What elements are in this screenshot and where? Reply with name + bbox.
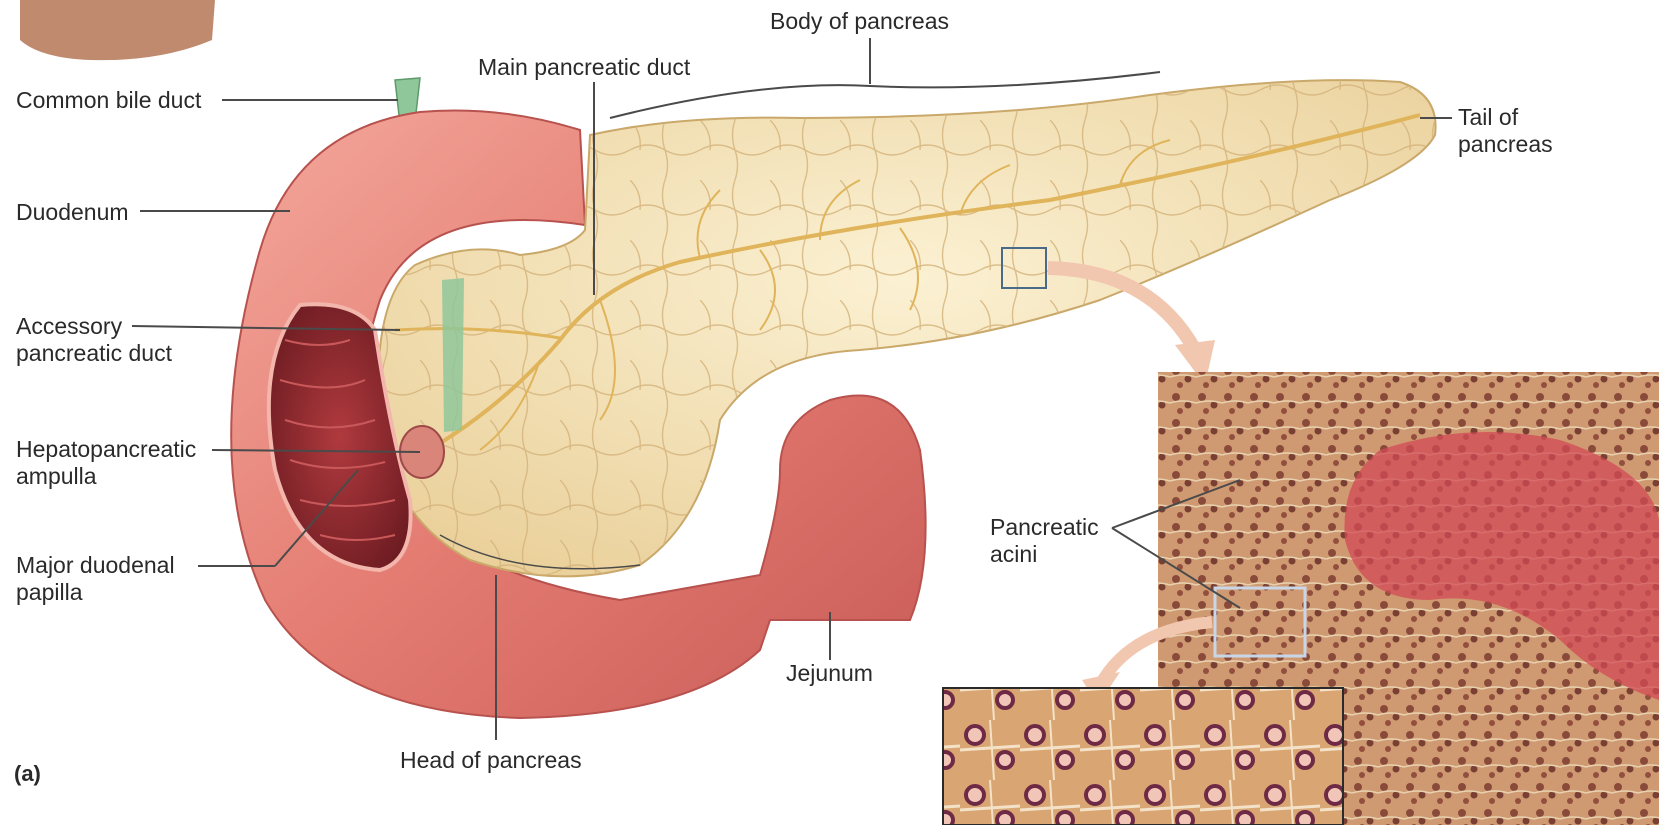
label-major-duodenal-papilla: Major duodenal papilla [16, 552, 175, 606]
label-accessory-pancreatic-duct: Accessory pancreatic duct [16, 313, 172, 367]
label-jejunum: Jejunum [786, 660, 873, 687]
label-duodenum: Duodenum [16, 199, 129, 226]
panel-letter: (a) [14, 760, 41, 787]
label-accessory-line1: Accessory [16, 313, 172, 340]
label-tail-line1: Tail of [1458, 104, 1553, 131]
tissue-corner [20, 0, 215, 60]
label-acini-line1: Pancreatic [990, 514, 1099, 541]
label-tail-line2: pancreas [1458, 131, 1553, 158]
label-body-of-pancreas: Body of pancreas [770, 8, 949, 35]
label-main-pancreatic-duct: Main pancreatic duct [478, 54, 690, 81]
label-acini-line2: acini [990, 541, 1099, 568]
label-hepato-line1: Hepatopancreatic [16, 436, 196, 463]
label-common-bile-duct: Common bile duct [16, 87, 201, 114]
label-pancreatic-acini: Pancreatic acini [990, 514, 1099, 568]
label-papilla-line2: papilla [16, 579, 175, 606]
label-hepato-line2: ampulla [16, 463, 196, 490]
bile-duct-lower [442, 278, 464, 432]
label-hepatopancreatic-ampulla: Hepatopancreatic ampulla [16, 436, 196, 490]
label-papilla-line1: Major duodenal [16, 552, 175, 579]
label-head-of-pancreas: Head of pancreas [400, 747, 582, 774]
label-tail-of-pancreas: Tail of pancreas [1458, 104, 1553, 158]
acini-zoom-panel [943, 688, 1343, 825]
label-accessory-line2: pancreatic duct [16, 340, 172, 367]
